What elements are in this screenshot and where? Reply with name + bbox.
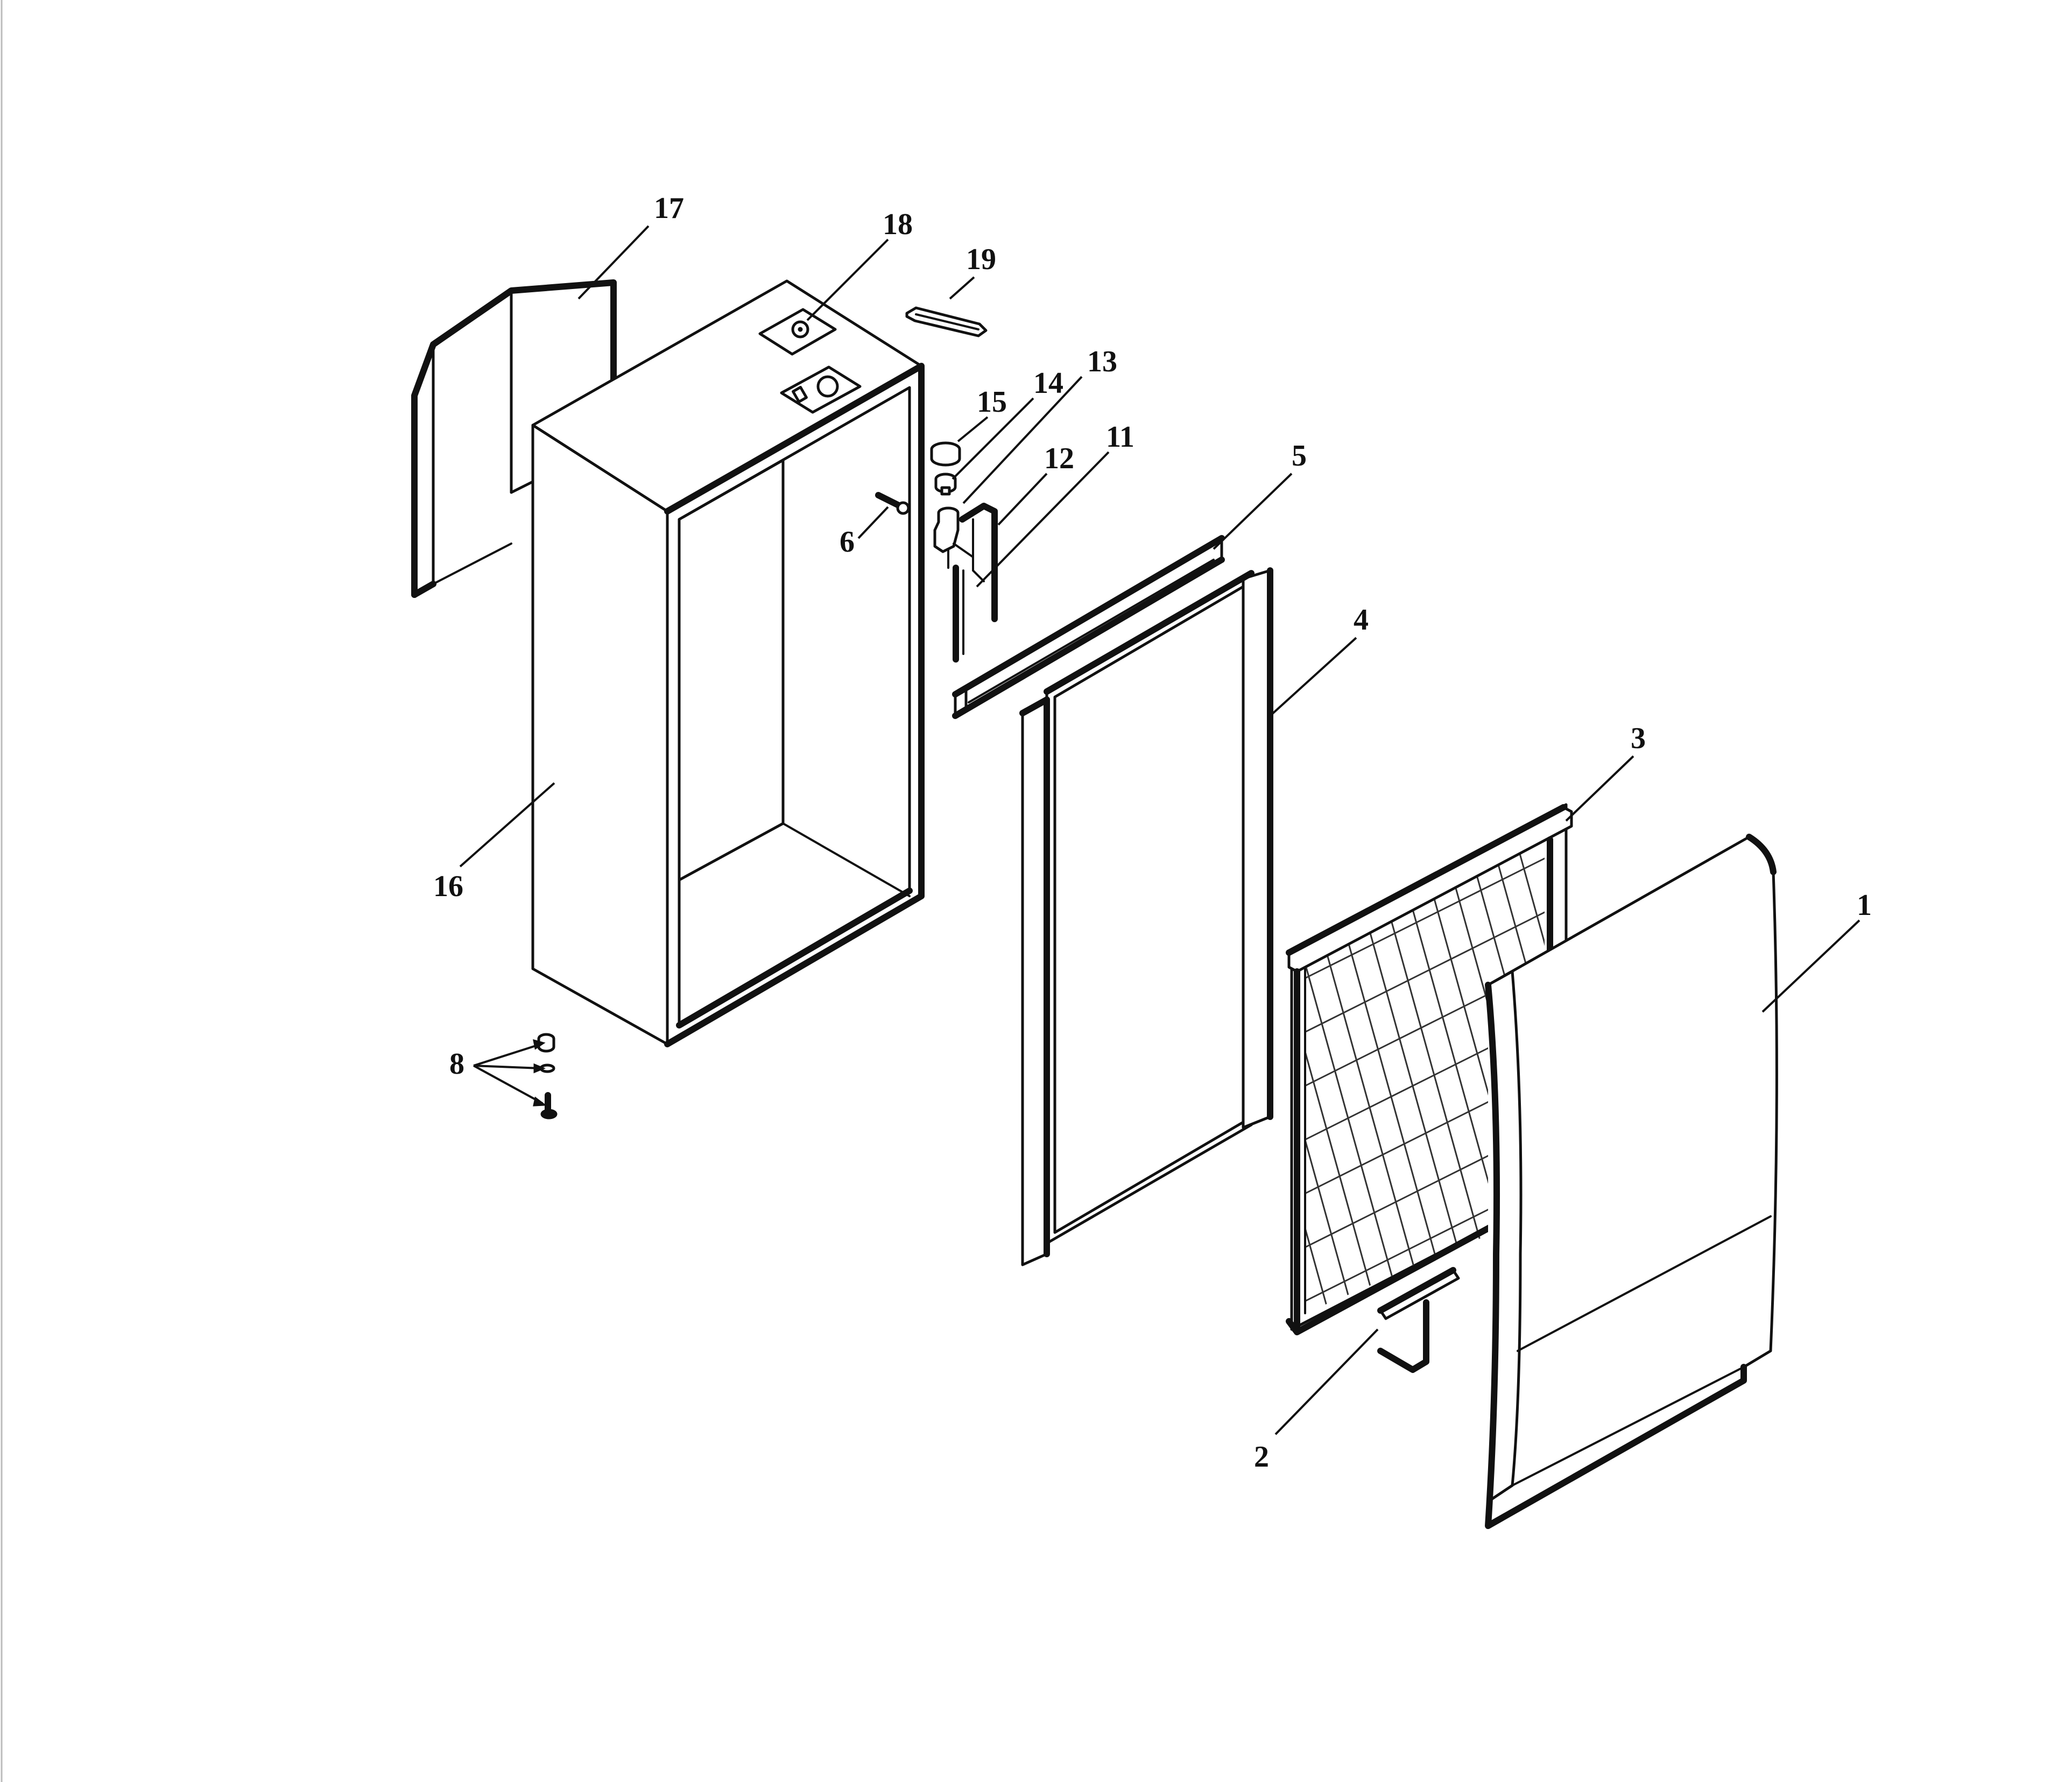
part-1-front-panel xyxy=(1485,834,1778,1529)
leader-6 xyxy=(857,506,889,539)
part-13-control-valve xyxy=(933,506,974,569)
leader-5 xyxy=(1213,473,1293,550)
leader-lines xyxy=(459,225,1860,1435)
part-16-cabinet xyxy=(531,279,925,1047)
part-5-trim-strip xyxy=(952,535,1225,719)
leader-14 xyxy=(952,397,1034,480)
leader-8b xyxy=(473,1065,541,1069)
part-12-bracket xyxy=(959,503,998,622)
arrow-8c xyxy=(533,1096,547,1107)
top-control-plate xyxy=(780,365,862,414)
callout-13: 13 xyxy=(1087,345,1117,378)
part-8-fasteners xyxy=(537,1033,558,1119)
part-6-screw xyxy=(875,492,910,515)
leader-8c xyxy=(473,1065,543,1104)
part-19-gasket xyxy=(905,306,988,337)
callout-17: 17 xyxy=(654,192,684,225)
part-11-rod xyxy=(953,565,964,663)
leader-12 xyxy=(997,473,1048,526)
callout-18: 18 xyxy=(883,208,913,241)
callout-labels: 17 18 19 13 14 15 11 12 5 6 4 3 1 16 8 2 xyxy=(433,192,1872,1474)
part-15-knob xyxy=(930,441,961,467)
arrow-8b xyxy=(533,1063,546,1074)
leader-15 xyxy=(957,416,989,442)
callout-2: 2 xyxy=(1254,1440,1269,1474)
callout-15: 15 xyxy=(977,385,1007,419)
part-2-clip xyxy=(1377,1267,1460,1373)
leader-18 xyxy=(806,238,889,321)
callout-12: 12 xyxy=(1044,442,1074,475)
callout-8: 8 xyxy=(449,1047,464,1081)
leader-19 xyxy=(949,276,975,300)
arrow-8a xyxy=(533,1039,546,1050)
leader-8a xyxy=(473,1043,541,1067)
leader-3 xyxy=(1565,755,1634,822)
leader-17 xyxy=(577,225,650,300)
leader-16 xyxy=(459,782,555,868)
callout-14: 14 xyxy=(1033,367,1063,400)
callout-5: 5 xyxy=(1292,439,1307,473)
callout-4: 4 xyxy=(1354,603,1369,637)
leader-13 xyxy=(962,376,1083,504)
part-4-frame xyxy=(1019,567,1273,1266)
callout-6: 6 xyxy=(840,525,855,559)
callout-3: 3 xyxy=(1631,722,1646,755)
leader-1 xyxy=(1761,919,1860,1013)
leader-4 xyxy=(1269,637,1357,717)
part-14-small-knob xyxy=(934,473,957,496)
leader-11 xyxy=(976,451,1110,588)
leader-2 xyxy=(1274,1328,1379,1435)
callout-11: 11 xyxy=(1106,420,1134,454)
callout-16: 16 xyxy=(433,870,463,903)
callout-1: 1 xyxy=(1857,889,1872,922)
part-18-top-cutout xyxy=(758,308,837,356)
callout-19: 19 xyxy=(966,243,996,276)
